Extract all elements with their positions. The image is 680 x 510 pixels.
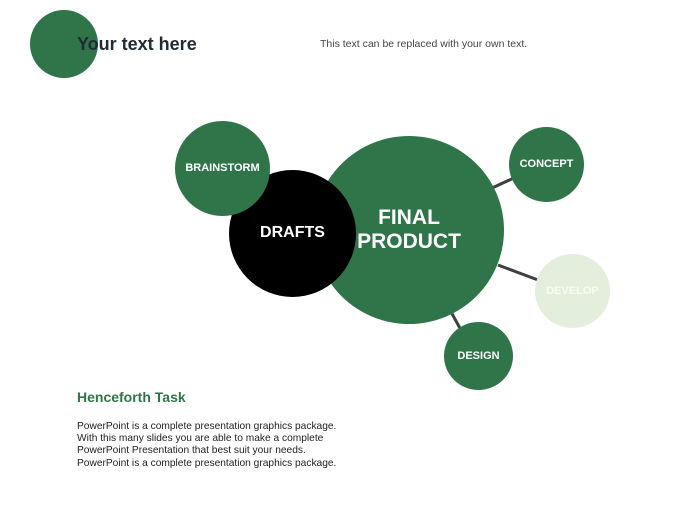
concept-bubble: CONCEPT [509,127,584,202]
task-line: With this many slides you are able to ma… [77,433,324,445]
task-line: PowerPoint is a complete presentation gr… [77,421,337,432]
task-line: PowerPoint Presentation that best suit y… [77,445,306,457]
drafts-label: DRAFTS [260,224,325,242]
develop-label: DEVELOP [546,284,599,297]
task-heading: Henceforth Task [77,389,186,405]
design-label: DESIGN [457,349,500,362]
header-accent-circle [30,10,98,78]
final-product-label: FINAL PRODUCT [357,205,461,253]
task-line: PowerPoint is a complete presentation gr… [77,457,337,469]
brainstorm-bubble: BRAINSTORM [175,121,270,216]
page-title: Your text here [77,34,197,54]
page-subtitle: This text can be replaced with your own … [320,38,528,50]
develop-bubble: DEVELOP [535,254,610,328]
design-bubble: DESIGN [444,322,513,390]
task-description: PowerPoint is a complete presentation gr… [77,421,377,470]
connector-develop [497,263,539,282]
concept-label: CONCEPT [519,158,574,171]
brainstorm-label: BRAINSTORM [185,162,260,175]
